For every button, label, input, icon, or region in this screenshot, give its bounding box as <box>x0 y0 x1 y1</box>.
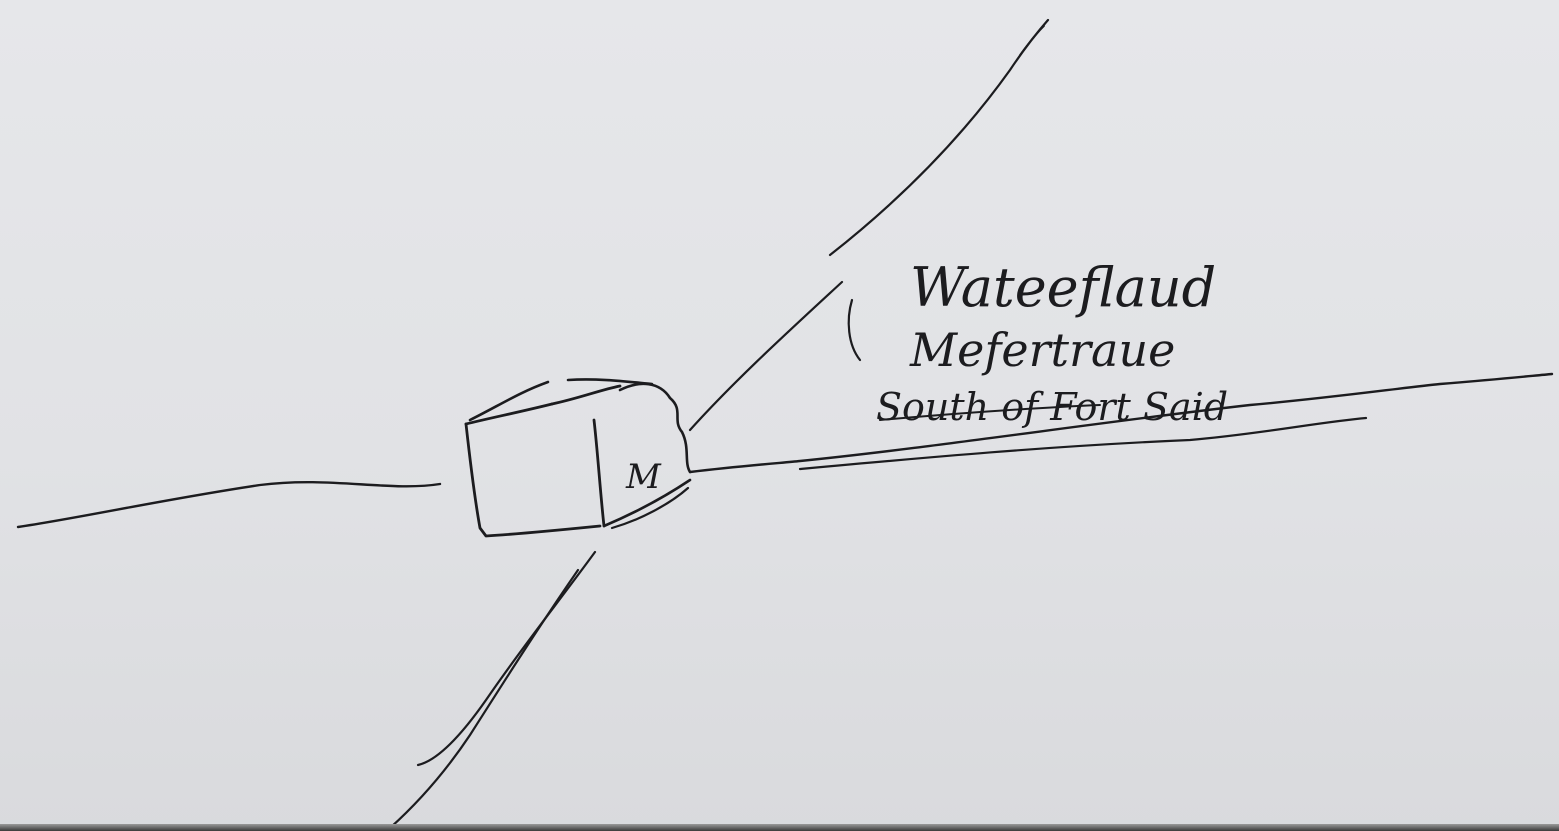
annotation-line-2: Mefertraue <box>909 323 1175 377</box>
diagonal-line-lower-b <box>390 570 578 828</box>
road-line-left <box>18 482 440 527</box>
diagonal-line-top <box>830 20 1048 255</box>
diagonal-line-upper <box>690 282 842 430</box>
annotation-line-1: Wateeflaud <box>910 256 1216 319</box>
paper-bottom-edge <box>0 824 1559 831</box>
diagonal-line-top-parallel <box>1020 26 1044 55</box>
building-mark: M <box>625 457 662 497</box>
annotation-line-3: South of Fort Said <box>876 385 1228 429</box>
text-bracket-stroke <box>849 300 860 360</box>
